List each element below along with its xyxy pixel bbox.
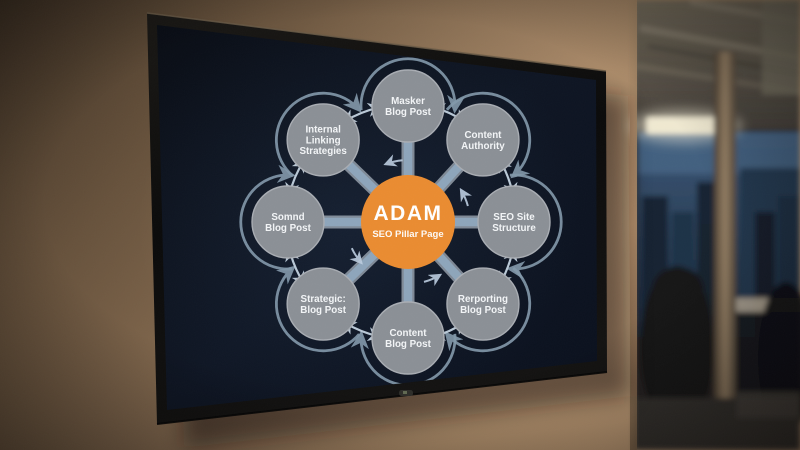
scene-svg: MaskerBlog PostContentAuthoritySEO SiteS…	[0, 0, 800, 450]
office-photo-scene: MaskerBlog PostContentAuthoritySEO SiteS…	[0, 0, 800, 450]
photo-grain	[0, 0, 800, 450]
